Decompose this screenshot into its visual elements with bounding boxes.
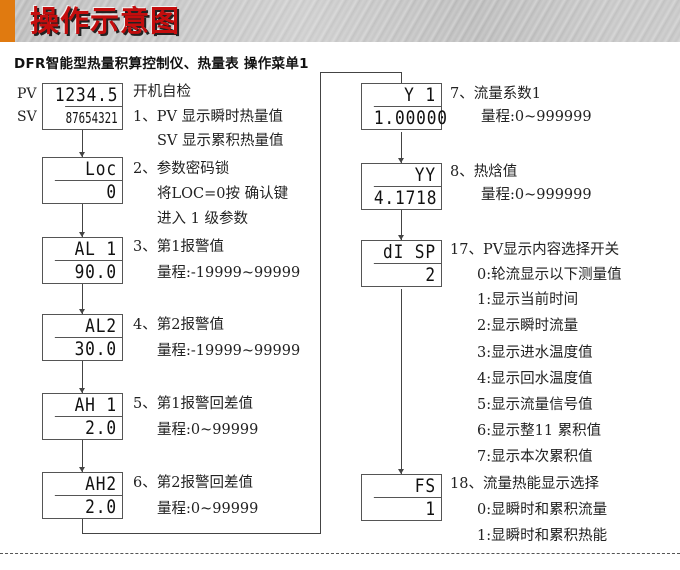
display-loc: Loc 0 (42, 157, 123, 204)
disp-option: 1:显示当前时间 (477, 292, 579, 308)
display-self-test: 1234.5 87654321 (42, 83, 123, 130)
header-banner: 操作示意图 (0, 0, 680, 42)
display-bottom: 87654321 (65, 106, 122, 129)
bottom-dashed-divider (0, 553, 680, 554)
step-desc-line: 开机自检 (133, 84, 191, 100)
arrow-down-icon (398, 235, 404, 240)
disp-option: 2:显示瞬时流量 (477, 318, 579, 334)
display-al1: AL 1 90.0 (42, 237, 123, 284)
connector-line (82, 440, 83, 472)
display-bottom: 0 (54, 180, 122, 203)
step-desc-line: 量程:0~99999 (157, 422, 259, 438)
disp-option: 4:显示回水温度值 (477, 371, 593, 387)
connector-line (320, 72, 402, 73)
arrow-down-icon (79, 309, 85, 314)
step-desc-line: 5、第1报警回差值 (133, 396, 253, 412)
connector-line (401, 210, 402, 240)
display-ah2: AH2 2.0 (42, 472, 123, 519)
step-desc-line: 量程:-19999~99999 (157, 343, 301, 359)
step-desc-line: 量程:0~99999 (157, 501, 259, 517)
step-desc-line: 1、PV 显示瞬时热量值 (133, 109, 284, 125)
display-ah1: AH 1 2.0 (42, 393, 123, 440)
step-desc-line: 2、参数密码锁 (133, 161, 230, 177)
arrow-down-icon (79, 152, 85, 157)
step-desc-line: 3、第1报警值 (133, 239, 224, 255)
display-top: AL2 (85, 315, 117, 337)
connector-line (82, 533, 321, 534)
diagram-subtitle: DFR智能型热量积算控制仪、热量表 操作菜单1 (14, 56, 309, 72)
step-desc-line: 量程:-19999~99999 (157, 265, 301, 281)
page-title: 操作示意图 (30, 4, 181, 38)
step-desc-line: 4、第2报警值 (133, 317, 224, 333)
display-bottom: 4.1718 (373, 186, 441, 209)
display-top: dI SP (383, 241, 436, 263)
step-desc-line: 17、PV显示内容选择开关 (450, 242, 620, 258)
fs-option: 1:显瞬时和累积热能 (477, 528, 608, 544)
display-bottom: 30.0 (54, 337, 122, 360)
connector-line (82, 519, 83, 534)
connector-line (320, 72, 321, 534)
step-desc-line: 6、第2报警回差值 (133, 475, 253, 491)
arrow-down-icon (79, 388, 85, 393)
disp-option: 3:显示进水温度值 (477, 345, 593, 361)
sv-label: SV (17, 109, 37, 125)
disp-option: 7:显示本次累积值 (477, 449, 593, 465)
display-fs: FS 1 (361, 474, 442, 521)
step-desc-line: 7、流量系数1 (450, 86, 541, 102)
display-top: YY (414, 164, 436, 186)
fs-option: 0:显瞬时和累积流量 (477, 502, 608, 518)
arrow-down-icon (398, 158, 404, 163)
connector-line (82, 130, 83, 157)
display-top: AL 1 (74, 238, 117, 260)
header-accent-bar (0, 0, 15, 42)
display-bottom: 2.0 (54, 416, 122, 439)
display-bottom: 90.0 (54, 260, 122, 283)
display-top: AH 1 (74, 394, 117, 416)
step-desc-line: 量程:0~999999 (481, 187, 592, 203)
display-disp: dI SP 2 (361, 240, 442, 287)
step-desc-line: SV 显示累积热量值 (157, 133, 284, 149)
display-bottom: 2 (373, 263, 441, 286)
header-texture (0, 0, 680, 42)
connector-line (401, 72, 402, 83)
arrow-down-icon (79, 467, 85, 472)
pv-label: PV (17, 86, 37, 102)
step-desc-line: 18、流量热能显示选择 (450, 476, 599, 492)
step-desc-line: 8、热焓值 (450, 164, 518, 180)
disp-option: 5:显示流量信号值 (477, 397, 593, 413)
display-top: AH2 (85, 473, 117, 495)
connector-line (82, 284, 83, 314)
display-top: FS (414, 475, 436, 497)
display-al2: AL2 30.0 (42, 314, 123, 361)
display-bottom: 1 (373, 497, 441, 520)
arrow-down-icon (398, 469, 404, 474)
disp-option: 6:显示整11 累积值 (477, 423, 602, 439)
display-bottom: 1.00000 (373, 106, 448, 129)
step-desc-line: 进入 1 级参数 (157, 211, 248, 227)
display-top: 1234.5 (54, 84, 119, 106)
connector-line (82, 361, 83, 393)
display-top: Loc (85, 158, 117, 180)
step-desc-line: 将LOC=0按 确认键 (157, 186, 289, 202)
display-y1: Y 1 1.00000 (361, 83, 448, 130)
connector-line (401, 289, 402, 474)
step-desc-line: 量程:0~999999 (481, 109, 592, 125)
display-yy: YY 4.1718 (361, 163, 442, 210)
disp-option: 0:轮流显示以下测量值 (477, 267, 622, 283)
connector-line (401, 132, 402, 163)
connector-line (82, 204, 83, 237)
display-top: Y 1 (404, 84, 436, 106)
display-bottom: 2.0 (54, 495, 122, 518)
arrow-down-icon (79, 232, 85, 237)
